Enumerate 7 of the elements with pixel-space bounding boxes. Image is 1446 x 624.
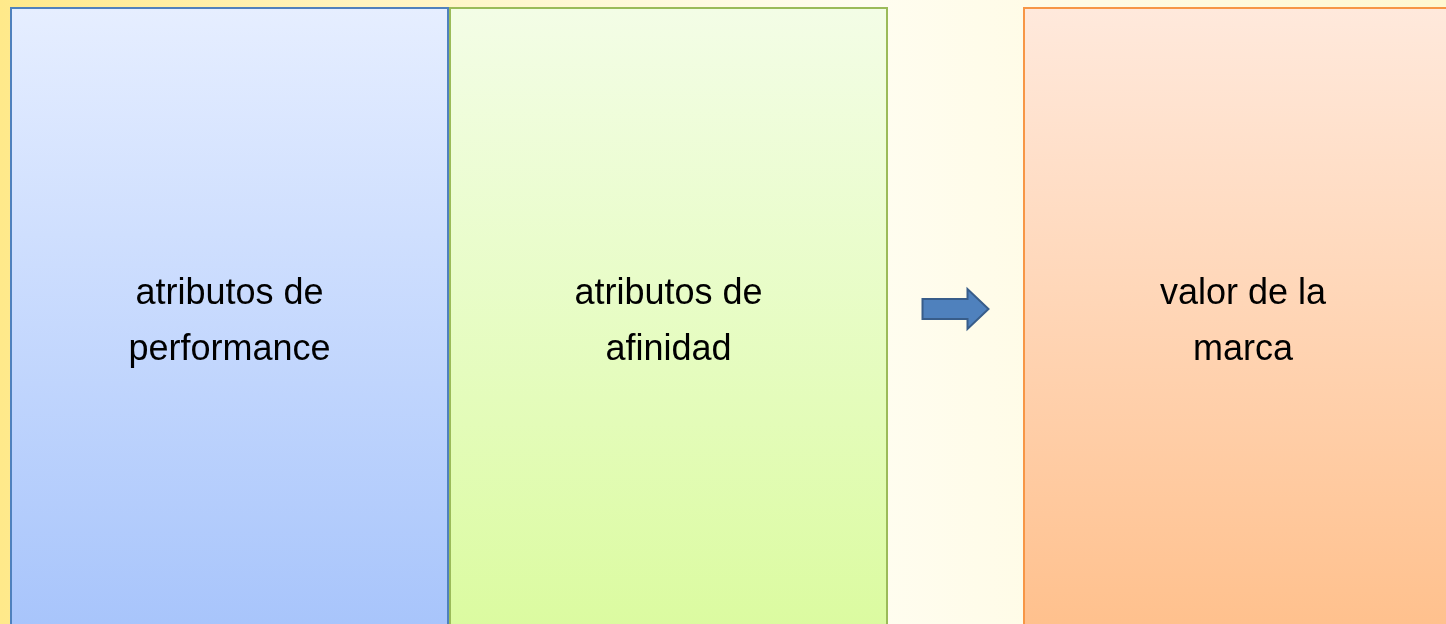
box-label: atributos de performance bbox=[127, 270, 332, 370]
text-box bbox=[1023, 7, 1446, 624]
block-arrow bbox=[921, 286, 990, 332]
box-label: atributos de afinidad bbox=[573, 270, 764, 370]
text-box bbox=[449, 7, 888, 624]
box-label: valor de la marca bbox=[1158, 270, 1328, 370]
text-box bbox=[10, 7, 449, 624]
